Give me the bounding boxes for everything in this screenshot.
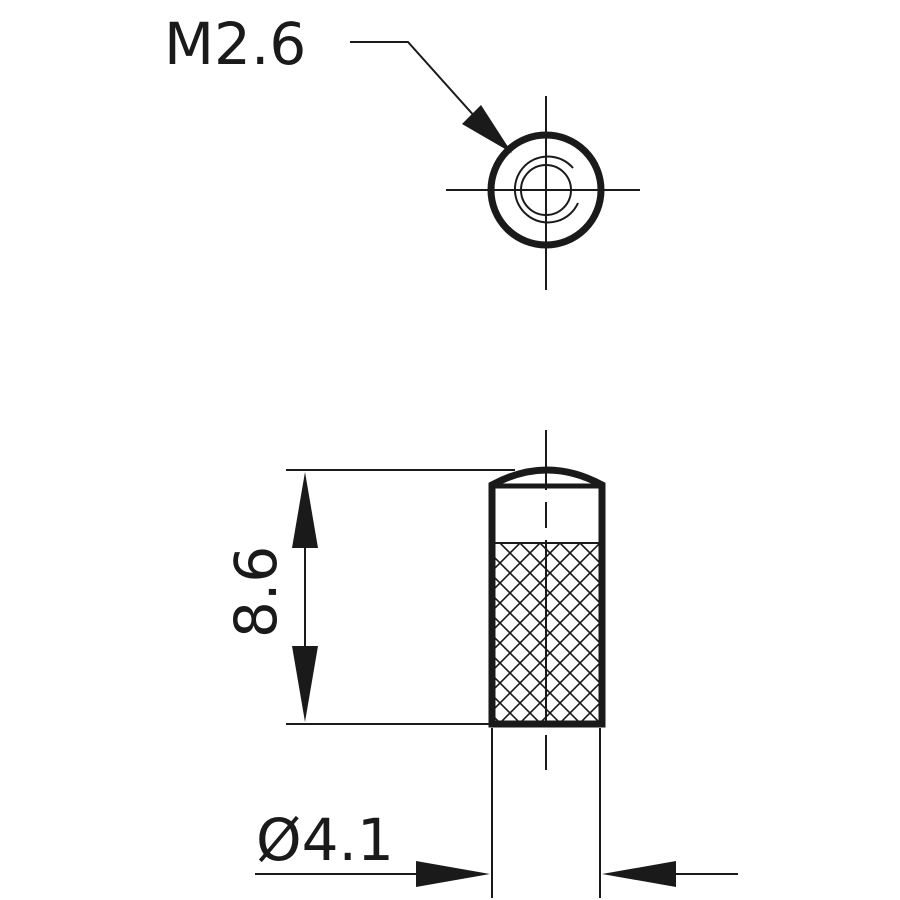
diameter-label: Ø4.1 [256,806,394,874]
thread-callout: M2.6 [164,10,512,153]
side-view [488,430,606,770]
end-view [446,96,640,290]
end-view-outer-circle [487,131,605,249]
length-arrow-bottom [292,646,318,722]
length-arrow-top [292,472,318,548]
end-view-thread-inner-circle [520,164,572,216]
length-label: 8.6 [222,546,290,638]
diameter-dimension: Ø4.1 [255,728,738,898]
diameter-arrow-right [602,861,676,887]
thread-leader-arrowhead [462,105,512,153]
length-dimension: 8.6 [222,469,515,725]
knurl-pattern [495,543,599,721]
thread-label: M2.6 [164,10,306,78]
diameter-arrow-left [416,861,490,887]
thread-leader-line [350,41,486,129]
end-view-thread-outer-arc [513,155,579,224]
